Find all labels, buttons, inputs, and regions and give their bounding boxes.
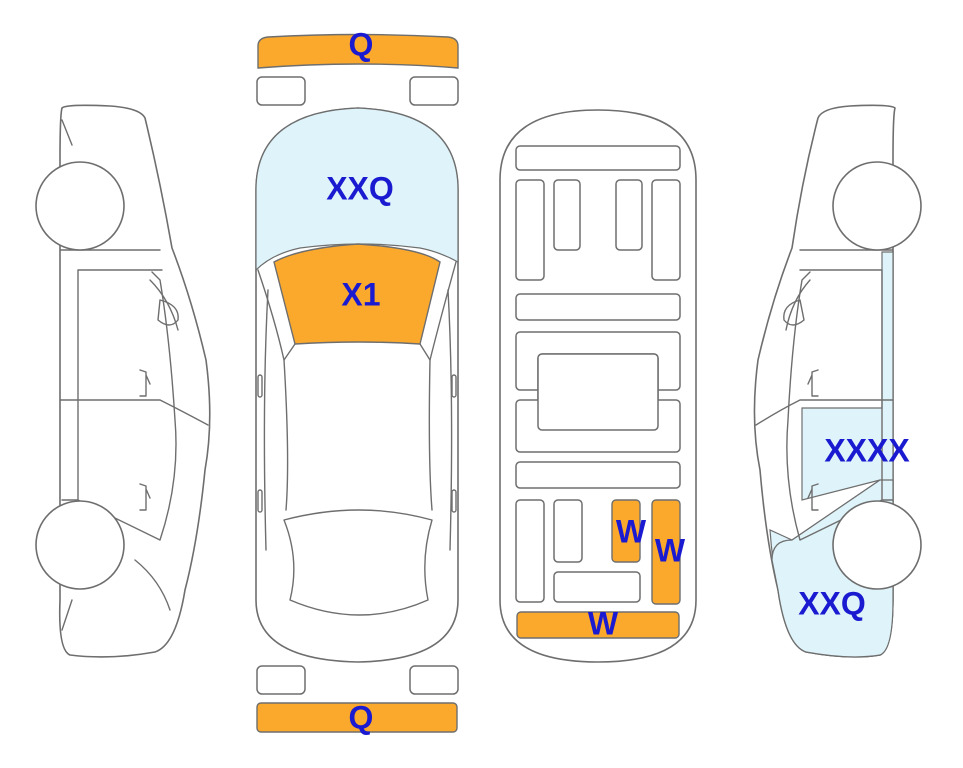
floor-w2-code: W <box>655 532 686 568</box>
rear-left-lamp <box>256 665 306 695</box>
underbody-view <box>499 109 697 663</box>
windshield-code: X1 <box>341 276 380 312</box>
left-front-wheel <box>35 161 125 251</box>
floor-w3-code: W <box>588 605 619 641</box>
right-rear-wheel <box>832 500 922 590</box>
top-view <box>255 33 459 733</box>
right-rear-door-code: XXXX <box>824 432 910 468</box>
floor-w2-panel <box>651 499 681 605</box>
front-right-lamp <box>409 76 459 106</box>
floor-w1-panel <box>611 499 641 563</box>
rear-bumper-code: Q <box>349 699 374 735</box>
front-left-lamp <box>256 76 306 106</box>
left-rear-wheel <box>35 500 125 590</box>
floor-w1-code: W <box>616 513 647 549</box>
rear-right-lamp <box>409 665 459 695</box>
windshield-panel <box>273 243 441 345</box>
right-front-wheel <box>832 161 922 251</box>
left-side-view <box>35 104 211 658</box>
hood-panel <box>255 107 459 272</box>
floor-w3-panel <box>516 611 680 639</box>
front-bumper-panel <box>257 33 459 69</box>
right-side-view <box>753 104 922 658</box>
rear-bumper-panel <box>256 702 458 733</box>
hood-code: XXQ <box>326 170 394 206</box>
right-rear-quarter-code: XXQ <box>798 585 866 621</box>
front-bumper-code: Q <box>349 26 374 62</box>
